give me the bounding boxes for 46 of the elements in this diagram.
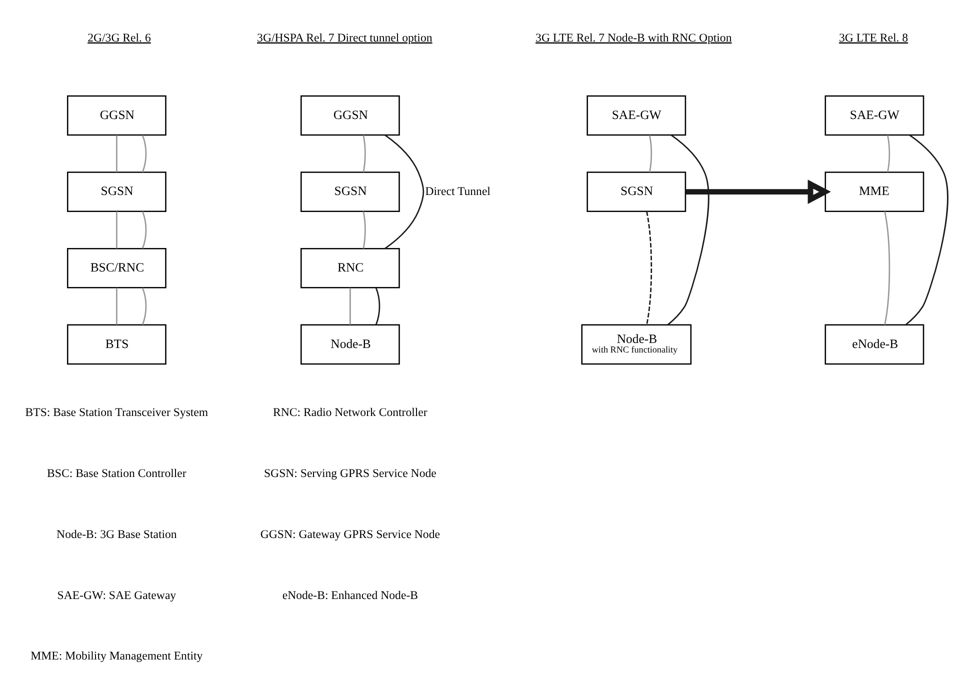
- label: 3G LTE Rel. 8: [839, 30, 908, 44]
- connector: [884, 211, 890, 325]
- label: MME: Mobility Management Entity: [30, 648, 203, 663]
- connector: [116, 288, 118, 325]
- connector: [116, 212, 118, 248]
- node-box: GGSN: [300, 95, 400, 136]
- label: 2G/3G Rel. 6: [88, 30, 151, 44]
- connector: [887, 135, 890, 172]
- node-box: SGSN: [586, 172, 686, 212]
- connector: [362, 211, 366, 249]
- node-box: SAE-GW: [824, 95, 924, 136]
- label: SAE-GW: SAE Gateway: [57, 588, 176, 602]
- node-box: eNode-B: [824, 324, 924, 365]
- connector: [142, 288, 147, 325]
- node-box: SGSN: [66, 172, 166, 212]
- label: RNC: Radio Network Controller: [273, 405, 428, 420]
- node-box: BSC/RNC: [66, 248, 166, 288]
- node-box: BTS: [66, 324, 166, 365]
- node-box: MME: [824, 172, 924, 212]
- arrow: [686, 180, 831, 204]
- node-box: SGSN: [300, 172, 400, 212]
- connector: [362, 135, 366, 172]
- connector: [116, 135, 118, 172]
- connector: [646, 211, 652, 325]
- node-box: Node-B with RNC functionality: [581, 324, 692, 365]
- connector: [375, 288, 380, 325]
- connector: [142, 134, 147, 172]
- label: BSC: Base Station Controller: [47, 466, 186, 480]
- node-box: GGSN: [66, 95, 166, 136]
- connector: [350, 288, 351, 325]
- label: GGSN: Gateway GPRS Service Node: [260, 526, 440, 541]
- label: 3G/HSPA Rel. 7 Direct tunnel option: [257, 30, 432, 44]
- connector: [142, 211, 147, 249]
- node-box: SAE-GW: [586, 95, 686, 136]
- node-box: RNC: [300, 248, 400, 288]
- connector: [384, 134, 424, 250]
- label: Node-B: 3G Base Station: [56, 526, 177, 541]
- node-box: Node-B: [300, 324, 400, 365]
- label: SGSN: Serving GPRS Service Node: [264, 466, 436, 480]
- connector: [648, 135, 652, 172]
- connector: [905, 134, 948, 326]
- edge-label: Direct Tunnel: [425, 184, 490, 198]
- connector: [667, 134, 710, 326]
- label: BTS: Base Station Transceiver System: [25, 405, 208, 420]
- label: eNode-B: Enhanced Node-B: [282, 588, 418, 602]
- label: 3G LTE Rel. 7 Node-B with RNC Option: [536, 30, 732, 44]
